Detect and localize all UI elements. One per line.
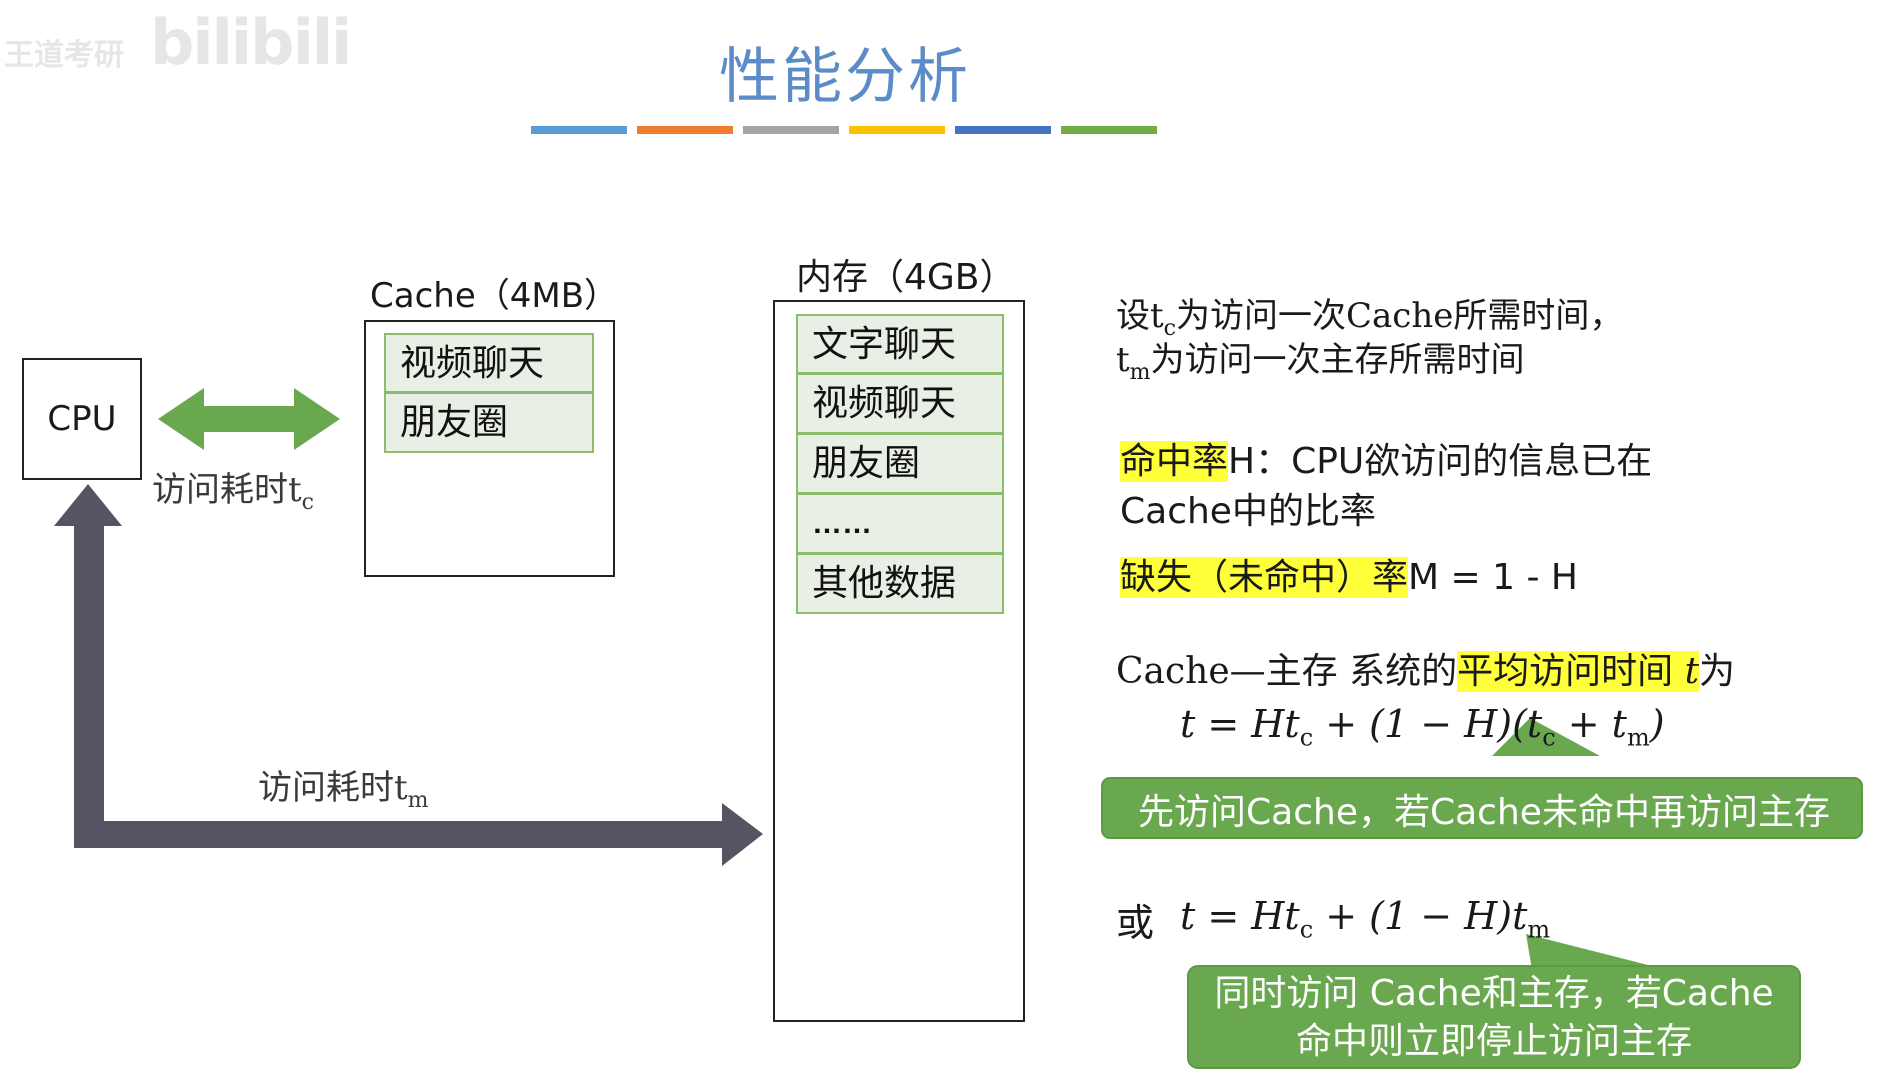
formula-part: ) bbox=[1649, 702, 1665, 746]
hit-rate-term: 命中率 bbox=[1120, 441, 1229, 482]
color-bar-segment bbox=[743, 126, 839, 134]
color-bar-segment bbox=[849, 126, 945, 134]
formula-part: t = Ht bbox=[1180, 702, 1300, 746]
hit-rate-definition: 命中率H：CPU欲访问的信息已在 bbox=[1120, 432, 1652, 484]
formula-or-label: 或 bbox=[1116, 901, 1155, 945]
formula-sub: c bbox=[1542, 723, 1556, 752]
formula-sub: c bbox=[1299, 915, 1314, 944]
formula-part: + (1 − H)t bbox=[1313, 894, 1528, 938]
formula-part: + t bbox=[1555, 702, 1627, 746]
watermark: 王道考研 bilibili bbox=[0, 0, 352, 80]
title-color-bar bbox=[531, 126, 1157, 134]
access-time-subscript: c bbox=[301, 489, 314, 515]
callout-parallel-access: 同时访问 Cache和主存，若Cache 命中则立即停止访问主存 bbox=[1192, 970, 1796, 1066]
bilibili-logo: bilibili bbox=[150, 6, 352, 79]
definition-subscript: c bbox=[1163, 315, 1176, 341]
cpu-box: CPU bbox=[22, 358, 142, 480]
definition-tc: 设tc为访问一次Cache所需时间， bbox=[1116, 288, 1623, 341]
cpu-memory-arrow bbox=[54, 484, 763, 866]
color-bar-segment bbox=[531, 126, 627, 134]
formula-part: t = Ht bbox=[1180, 894, 1300, 938]
hit-rate-text: H：CPU欲访问的信息已在 bbox=[1228, 441, 1653, 482]
average-time-prefix: Cache—主存 系统的 bbox=[1116, 651, 1458, 692]
access-time-subscript: m bbox=[407, 787, 429, 813]
average-time-suffix: 为 bbox=[1699, 651, 1736, 692]
average-time-variable: t bbox=[1684, 651, 1700, 692]
formula-sub: c bbox=[1299, 723, 1314, 752]
cpu-label: CPU bbox=[47, 399, 117, 439]
callout-line: 同时访问 Cache和主存，若Cache bbox=[1214, 973, 1774, 1014]
average-time-term: 平均访问时间 t bbox=[1457, 651, 1700, 692]
average-time-term-text: 平均访问时间 bbox=[1457, 651, 1674, 692]
access-time-text: 访问耗时t bbox=[152, 470, 302, 510]
definition-text: 为访问一次主存所需时间 bbox=[1150, 340, 1525, 380]
page-title: 性能分析 bbox=[719, 42, 971, 112]
callout-sequential-access: 先访问Cache，若Cache未命中再访问主存 bbox=[1138, 792, 1830, 833]
average-access-time-line: Cache—主存 系统的平均访问时间 t为 bbox=[1116, 642, 1735, 694]
color-bar-segment bbox=[1061, 126, 1157, 134]
cpu-cache-access-time-label: 访问耗时tc bbox=[152, 462, 314, 515]
access-time-text: 访问耗时t bbox=[258, 768, 408, 808]
cpu-memory-access-time-label: 访问耗时tm bbox=[258, 760, 429, 813]
memory-item: 其他数据 bbox=[796, 554, 1004, 614]
callout-2-shape bbox=[1187, 934, 1801, 1069]
formula-part: + (1 − H)(t bbox=[1313, 702, 1543, 746]
formula-sub: m bbox=[1527, 915, 1551, 944]
cache-title: Cache（4MB） bbox=[370, 276, 619, 316]
cpu-cache-double-arrow bbox=[158, 388, 340, 450]
memory-box: 文字聊天 视频聊天 朋友圈 …… 其他数据 bbox=[773, 300, 1025, 1022]
cache-box: 视频聊天 朋友圈 bbox=[364, 320, 615, 577]
memory-item: 朋友圈 bbox=[796, 434, 1004, 494]
definition-tm: tm为访问一次主存所需时间 bbox=[1116, 332, 1525, 385]
miss-rate-definition: 缺失（未命中）率M = 1 - H bbox=[1120, 548, 1578, 600]
callout-1-shape bbox=[1101, 718, 1863, 839]
color-bar-segment bbox=[637, 126, 733, 134]
definition-text: t bbox=[1116, 340, 1130, 380]
memory-item: 视频聊天 bbox=[796, 374, 1004, 434]
definition-subscript: m bbox=[1129, 359, 1151, 385]
memory-title: 内存（4GB） bbox=[796, 257, 1016, 298]
cache-item: 朋友圈 bbox=[384, 393, 594, 453]
miss-rate-term: 缺失（未命中）率 bbox=[1120, 557, 1409, 598]
memory-item-list: 文字聊天 视频聊天 朋友圈 …… 其他数据 bbox=[796, 314, 1004, 614]
hit-rate-definition-line2: Cache中的比率 bbox=[1120, 491, 1376, 532]
cache-item: 视频聊天 bbox=[384, 333, 594, 393]
formula-parallel: t = Htc + (1 − H)tm bbox=[1180, 894, 1550, 944]
formula-sequential: t = Htc + (1 − H)(tc + tm) bbox=[1180, 702, 1665, 752]
definition-text: 为访问一次Cache所需时间， bbox=[1176, 296, 1624, 336]
definition-text: 设t bbox=[1116, 296, 1164, 336]
formula-sub: m bbox=[1626, 723, 1650, 752]
miss-rate-text: M = 1 - H bbox=[1408, 557, 1578, 598]
memory-item: 文字聊天 bbox=[796, 314, 1004, 374]
color-bar-segment bbox=[955, 126, 1051, 134]
watermark-text: 王道考研 bbox=[4, 38, 124, 73]
cache-item-list: 视频聊天 朋友圈 bbox=[384, 333, 594, 453]
memory-item: …… bbox=[796, 494, 1004, 554]
callout-line: 命中则立即停止访问主存 bbox=[1295, 1021, 1692, 1062]
